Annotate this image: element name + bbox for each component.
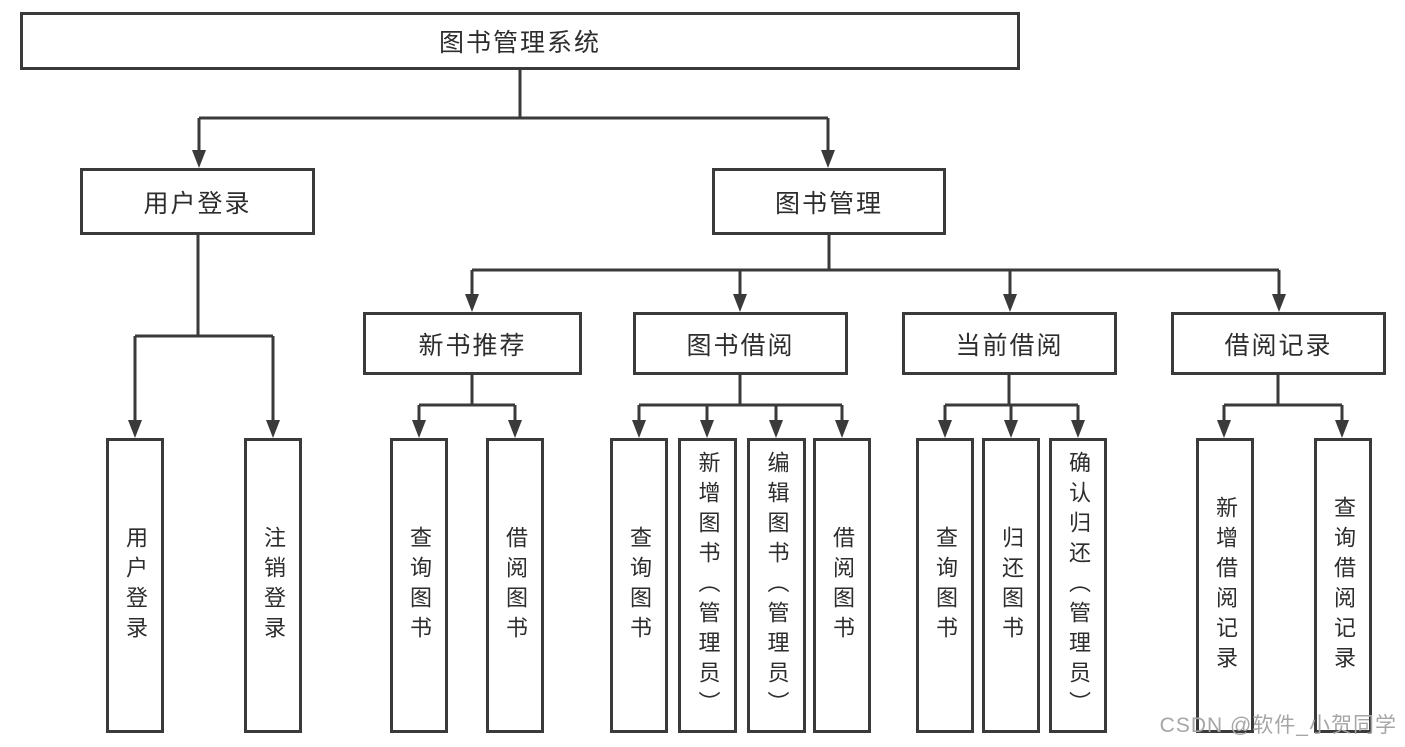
node-current-borrowing: 当前借阅 [902, 312, 1117, 375]
node-library-system: 图书管理系统 [20, 12, 1020, 70]
arrowhead-icon [1004, 420, 1018, 438]
node-borrowing-records-label: 借阅记录 [1224, 331, 1333, 360]
arrowhead-icon [1071, 420, 1085, 438]
node-book-management: 图书管理 [712, 168, 946, 235]
node-query-books-current-label: 查询图书 [933, 525, 958, 646]
node-borrow-books-recommend: 借阅图书 [486, 438, 544, 733]
node-user-login: 用户登录 [80, 168, 315, 235]
node-add-books-admin: 新增图书（管理员） [678, 438, 737, 733]
node-book-borrowing-label: 图书借阅 [686, 331, 795, 360]
arrowhead-icon [1003, 294, 1017, 312]
arrowhead-icon [1217, 420, 1231, 438]
arrowhead-icon [835, 420, 849, 438]
node-query-borrow-record-label: 查询借阅记录 [1331, 495, 1356, 676]
node-add-books-admin-label: 新增图书（管理员） [695, 450, 721, 721]
node-add-borrow-record: 新增借阅记录 [1196, 438, 1254, 733]
arrowhead-icon [769, 420, 783, 438]
node-borrow-books-borrowing: 借阅图书 [813, 438, 871, 733]
arrowhead-icon [266, 420, 280, 438]
node-return-books-label: 归还图书 [999, 525, 1024, 646]
arrowhead-icon [938, 420, 952, 438]
arrowhead-icon [1272, 294, 1286, 312]
node-logout-label: 注销登录 [261, 525, 286, 646]
node-query-books-recommend-label: 查询图书 [407, 525, 432, 646]
arrowhead-icon [632, 420, 646, 438]
node-confirm-return-admin: 确认归还（管理员） [1049, 438, 1107, 733]
node-confirm-return-admin-label: 确认归还（管理员） [1066, 450, 1091, 721]
node-new-book-recommend: 新书推荐 [363, 312, 582, 375]
node-borrowing-records: 借阅记录 [1171, 312, 1386, 375]
arrowhead-icon [465, 294, 479, 312]
node-book-management-label: 图书管理 [774, 189, 883, 218]
arrowhead-icon [700, 420, 714, 438]
arrowhead-icon [821, 150, 835, 168]
node-query-books-current: 查询图书 [916, 438, 974, 733]
node-borrow-books-recommend-label: 借阅图书 [503, 525, 528, 646]
node-login: 用户登录 [106, 438, 164, 733]
arrowhead-icon [128, 420, 142, 438]
node-add-borrow-record-label: 新增借阅记录 [1213, 495, 1238, 676]
node-current-borrowing-label: 当前借阅 [955, 331, 1064, 360]
node-return-books: 归还图书 [982, 438, 1040, 733]
node-user-login-label: 用户登录 [143, 189, 252, 218]
node-edit-books-admin-label: 编辑图书（管理员） [764, 450, 790, 721]
node-library-system-label: 图书管理系统 [438, 29, 601, 57]
node-query-books-borrowing-label: 查询图书 [627, 525, 652, 646]
node-logout: 注销登录 [244, 438, 302, 733]
node-query-books-recommend: 查询图书 [390, 438, 448, 733]
node-book-borrowing: 图书借阅 [633, 312, 848, 375]
arrowhead-icon [733, 294, 747, 312]
node-query-borrow-record: 查询借阅记录 [1314, 438, 1372, 733]
node-query-books-borrowing: 查询图书 [610, 438, 668, 733]
arrowhead-icon [1335, 420, 1349, 438]
node-borrow-books-borrowing-label: 借阅图书 [830, 525, 855, 646]
arrowhead-icon [412, 420, 426, 438]
node-login-label: 用户登录 [123, 525, 148, 646]
node-new-book-recommend-label: 新书推荐 [418, 331, 527, 360]
arrowhead-icon [192, 150, 206, 168]
node-edit-books-admin: 编辑图书（管理员） [747, 438, 806, 733]
arrowhead-icon [508, 420, 522, 438]
